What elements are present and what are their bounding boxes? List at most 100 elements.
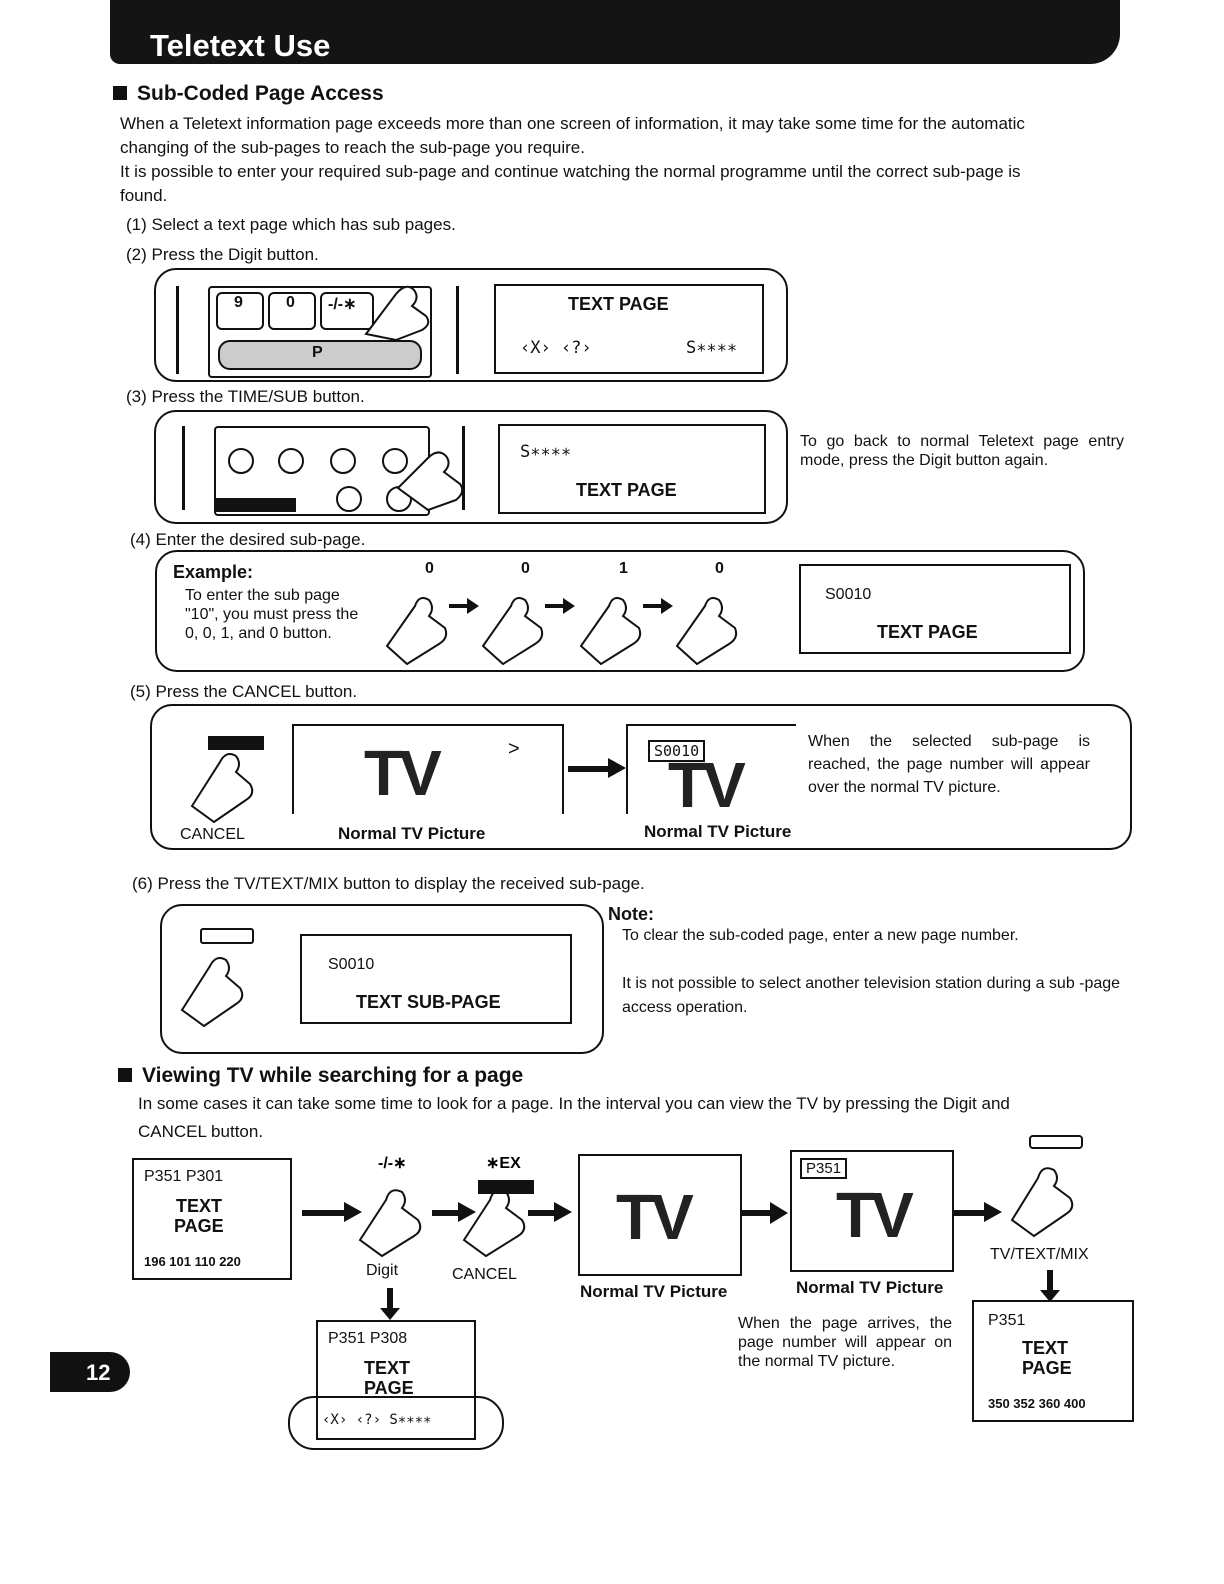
cancel-side-note: When the selected sub-page is reached, t… — [808, 733, 1090, 796]
step-6: (6) Press the TV/TEXT/MIX button to disp… — [132, 874, 645, 893]
note-label: Note: — [608, 904, 654, 924]
key-9-button[interactable]: 9 — [216, 292, 264, 330]
teletext-screen: P351 P301 TEXT PAGE 196 101 110 220 — [132, 1158, 292, 1280]
screen-header: P351 — [988, 1312, 1026, 1329]
note-line-2: It is not possible to select another tel… — [622, 975, 1121, 1016]
teletext-screen: P351 TEXT PAGE 350 352 360 400 — [972, 1300, 1134, 1422]
page-badge: P351 — [800, 1158, 848, 1179]
timesub-side-note: To go back to normal Teletext page entry… — [800, 433, 1124, 469]
bullet-square-icon — [118, 1068, 132, 1082]
arrow-glyph: > — [508, 738, 520, 760]
figure-timesub-button: S∗∗∗∗ TEXT PAGE — [154, 410, 788, 524]
pointing-hand-icon — [180, 957, 244, 1028]
right-arrow-icon — [568, 758, 626, 778]
screen-header: P351 P301 — [144, 1168, 224, 1185]
tv-picture-text: TV — [836, 1179, 914, 1251]
pointing-hand-icon — [190, 753, 254, 824]
tv-screen: TV > — [292, 724, 564, 814]
subpage-badge: S0010 — [648, 740, 706, 762]
teletext-screen: P351 P308 TEXT PAGE ‹X› ‹?› S∗∗∗∗ — [316, 1320, 476, 1440]
intro-line-3: It is possible to enter your required su… — [120, 162, 1021, 181]
digit-label: 0 — [425, 560, 434, 577]
key-0-button[interactable]: 0 — [268, 292, 316, 330]
divider — [462, 426, 465, 510]
tv-text-mix-label: TV/TEXT/MIX — [990, 1246, 1089, 1263]
screen-status: ‹X› ‹?› S∗∗∗∗ — [322, 1412, 432, 1428]
arrival-note: When the page arrives, the page number w… — [738, 1315, 952, 1370]
step-1: (1) Select a text page which has sub pag… — [126, 215, 456, 234]
tv-text-mix-button[interactable] — [200, 928, 254, 944]
page-number-badge: 12 — [50, 1352, 130, 1392]
section-heading-subcoded: Sub-Coded Page Access — [113, 82, 384, 106]
digit-label: 0 — [521, 560, 530, 577]
page-title: Teletext Use — [150, 28, 331, 63]
screen-header: P351 P308 — [328, 1330, 408, 1347]
screen-title: TEXT — [364, 1358, 411, 1378]
tv-picture-text: TV — [364, 737, 442, 809]
divider — [182, 426, 185, 510]
divider — [176, 286, 179, 374]
intro-line-4: found. — [120, 186, 168, 205]
screen-title: TEXT — [176, 1196, 223, 1216]
remote-panel: 9 0 -/-∗ P — [208, 286, 432, 378]
cancel-button[interactable] — [208, 736, 264, 750]
screen-title: TEXT PAGE — [568, 294, 669, 314]
figure-cancel-button: CANCEL TV > Normal TV Picture S0010 TV N… — [150, 704, 1132, 850]
note-line-1: To clear the sub-coded page, enter a new… — [622, 927, 1019, 944]
viewing-line-1: In some cases it can take some time to l… — [138, 1094, 1010, 1113]
teletext-screen: S∗∗∗∗ TEXT PAGE — [498, 424, 766, 514]
cancel-button[interactable] — [336, 486, 362, 512]
screen-title: TEXT PAGE — [877, 622, 978, 642]
bullet-square-icon — [113, 86, 127, 100]
section-heading-text: Sub-Coded Page Access — [137, 82, 384, 105]
screen-status: ‹X› ‹?› — [520, 338, 592, 358]
digit-label: 0 — [715, 560, 724, 577]
screen-page-list: 350 352 360 400 — [988, 1396, 1086, 1411]
tv-text-mix-button[interactable] — [228, 448, 254, 474]
step-2: (2) Press the Digit button. — [126, 245, 319, 264]
svg-text:∗EX: ∗EX — [486, 1155, 521, 1172]
normal-tv-caption: Normal TV Picture — [796, 1278, 944, 1297]
tv-text-mix-press-icon — [954, 1135, 1083, 1238]
highlight-ellipse — [288, 1396, 504, 1450]
figure-tv-text-mix: S0010 TEXT SUB-PAGE — [160, 904, 604, 1054]
teletext-screen: S0010 TEXT SUB-PAGE — [300, 934, 572, 1024]
digit-button[interactable]: -/-∗ — [320, 292, 374, 330]
normal-tv-caption: Normal TV Picture — [644, 822, 792, 841]
title-bar — [110, 0, 1120, 64]
screen-title: PAGE — [1022, 1358, 1072, 1378]
viewing-line-2: CANCEL button. — [138, 1122, 264, 1141]
svg-text:-/-∗: -/-∗ — [378, 1155, 407, 1172]
figure-digit-button: 9 0 -/-∗ P TEXT PAGE ‹X› ‹?› S∗∗∗∗ — [154, 268, 788, 382]
screen-subpage: S0010 — [328, 956, 375, 973]
teletext-screen: S0010 TEXT PAGE — [799, 564, 1071, 654]
page-number: 12 — [86, 1360, 111, 1385]
screen-subpage: S∗∗∗∗ — [520, 442, 572, 462]
index-button[interactable] — [382, 448, 408, 474]
screen-title: PAGE — [364, 1378, 414, 1398]
screen-title: TEXT — [1022, 1338, 1069, 1358]
program-rocker-button[interactable]: P — [218, 340, 422, 370]
screen-title: TEXT SUB-PAGE — [356, 992, 501, 1012]
down-arrow-icon — [1040, 1270, 1060, 1302]
hold-button[interactable] — [278, 448, 304, 474]
normal-tv-caption: Normal TV Picture — [338, 824, 486, 843]
example-text: To enter the sub page "10", you must pre… — [185, 587, 359, 642]
figure-enter-subpage: Example: To enter the sub page "10", you… — [155, 550, 1085, 672]
color-key-bar — [216, 498, 296, 512]
tv-screen: P351 TV — [790, 1150, 954, 1272]
reveal-button[interactable] — [330, 448, 356, 474]
normal-tv-caption: Normal TV Picture — [580, 1282, 728, 1301]
down-arrow-icon — [380, 1288, 400, 1320]
pointing-hand-icon — [385, 597, 738, 666]
step-5: (5) Press the CANCEL button. — [130, 682, 358, 701]
screen-subpage: S∗∗∗∗ — [686, 338, 738, 358]
flow-arrows-icon: -/-∗ ∗EX — [302, 1155, 572, 1258]
intro-line-2: changing of the sub-pages to reach the s… — [120, 138, 585, 157]
screen-page-list: 196 101 110 220 — [144, 1254, 241, 1269]
screen-title: PAGE — [174, 1216, 224, 1236]
step-3: (3) Press the TIME/SUB button. — [126, 387, 365, 406]
intro-line-1: When a Teletext information page exceeds… — [120, 114, 1025, 133]
digit-label: Digit — [366, 1262, 399, 1279]
pointing-hand-icon — [396, 451, 464, 512]
